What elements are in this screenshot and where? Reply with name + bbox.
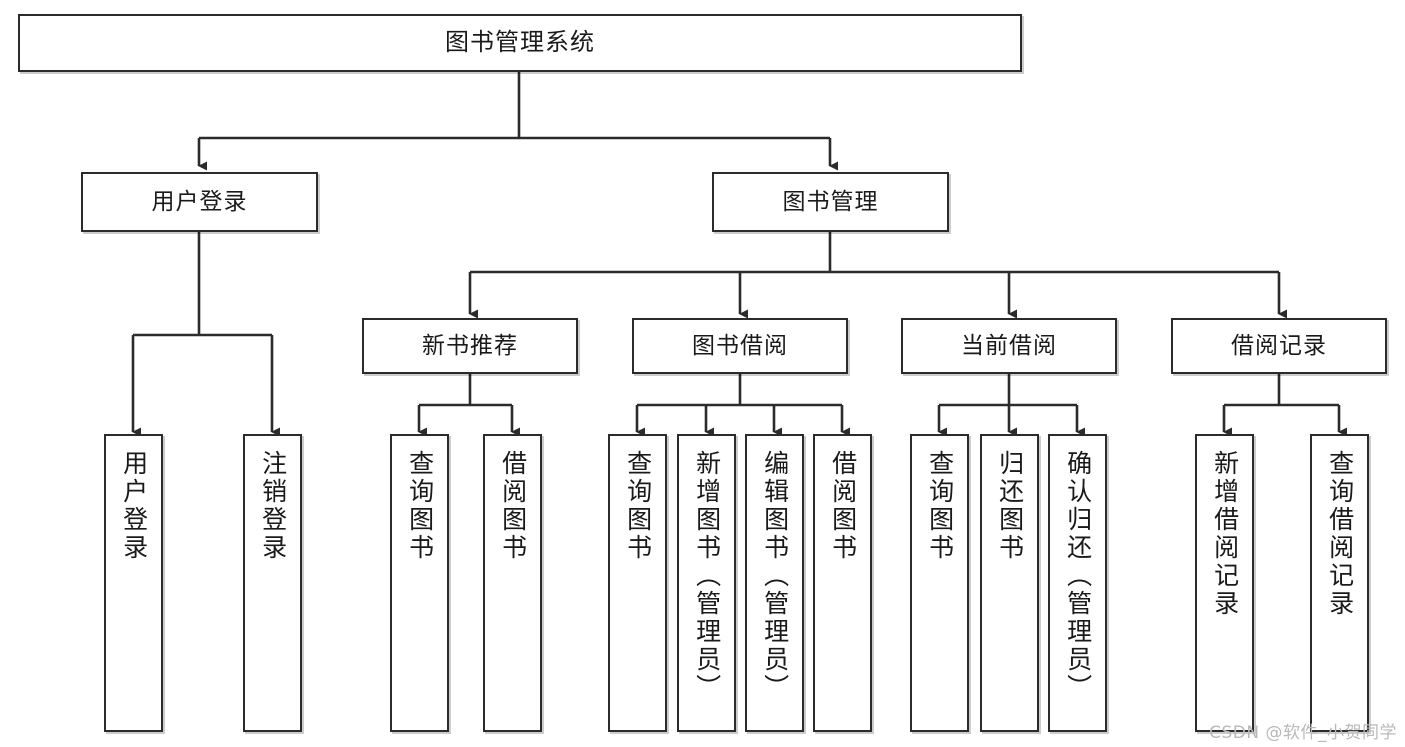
- node-label: 用户登录: [119, 450, 149, 562]
- leaf-query-book-current[interactable]: 查询图书: [910, 434, 969, 732]
- node-label: 编辑图书（管理员）: [760, 450, 790, 702]
- leaf-user-login[interactable]: 用户登录: [104, 434, 163, 732]
- node-label: 当前借阅: [961, 332, 1057, 359]
- node-label: 新增图书（管理员）: [692, 450, 722, 702]
- leaf-query-borrow-record[interactable]: 查询借阅记录: [1310, 434, 1369, 732]
- node-label: 新增借阅记录: [1210, 450, 1240, 618]
- leaf-edit-book-admin[interactable]: 编辑图书（管理员）: [745, 434, 804, 732]
- leaf-query-book-borrow[interactable]: 查询图书: [608, 434, 667, 732]
- leaf-borrow-book-borrow[interactable]: 借阅图书: [813, 434, 872, 732]
- node-label: 用户登录: [151, 188, 248, 215]
- node-user-login[interactable]: 用户登录: [81, 172, 318, 232]
- node-label: 图书管理系统: [445, 28, 595, 57]
- node-label: 归还图书: [995, 450, 1025, 562]
- node-borrow-record[interactable]: 借阅记录: [1171, 318, 1387, 374]
- node-current-borrow[interactable]: 当前借阅: [901, 318, 1117, 374]
- node-label: 图书管理: [782, 188, 879, 215]
- node-label: 查询图书: [925, 450, 955, 562]
- leaf-borrow-book-newbook[interactable]: 借阅图书: [483, 434, 542, 732]
- node-label: 借阅记录: [1231, 332, 1327, 359]
- node-book-borrow[interactable]: 图书借阅: [632, 318, 848, 374]
- node-label: 图书借阅: [692, 332, 788, 359]
- leaf-query-book-newbook[interactable]: 查询图书: [390, 434, 449, 732]
- node-label: 注销登录: [258, 450, 288, 562]
- node-label: 查询图书: [623, 450, 653, 562]
- leaf-add-book-admin[interactable]: 新增图书（管理员）: [677, 434, 736, 732]
- node-new-book-recommend[interactable]: 新书推荐: [362, 318, 578, 374]
- watermark-text: CSDN @软件_小贺同学: [1209, 723, 1397, 743]
- leaf-logout[interactable]: 注销登录: [243, 434, 302, 732]
- node-book-management[interactable]: 图书管理: [712, 172, 949, 232]
- leaf-confirm-return-admin[interactable]: 确认归还（管理员）: [1048, 434, 1107, 732]
- node-label: 借阅图书: [828, 450, 858, 562]
- node-label: 查询图书: [405, 450, 435, 562]
- leaf-return-book[interactable]: 归还图书: [980, 434, 1039, 732]
- node-label: 确认归还（管理员）: [1063, 450, 1093, 702]
- node-label: 查询借阅记录: [1325, 450, 1355, 618]
- node-label: 借阅图书: [498, 450, 528, 562]
- node-root-system[interactable]: 图书管理系统: [18, 14, 1022, 72]
- leaf-add-borrow-record[interactable]: 新增借阅记录: [1195, 434, 1254, 732]
- node-label: 新书推荐: [422, 332, 518, 359]
